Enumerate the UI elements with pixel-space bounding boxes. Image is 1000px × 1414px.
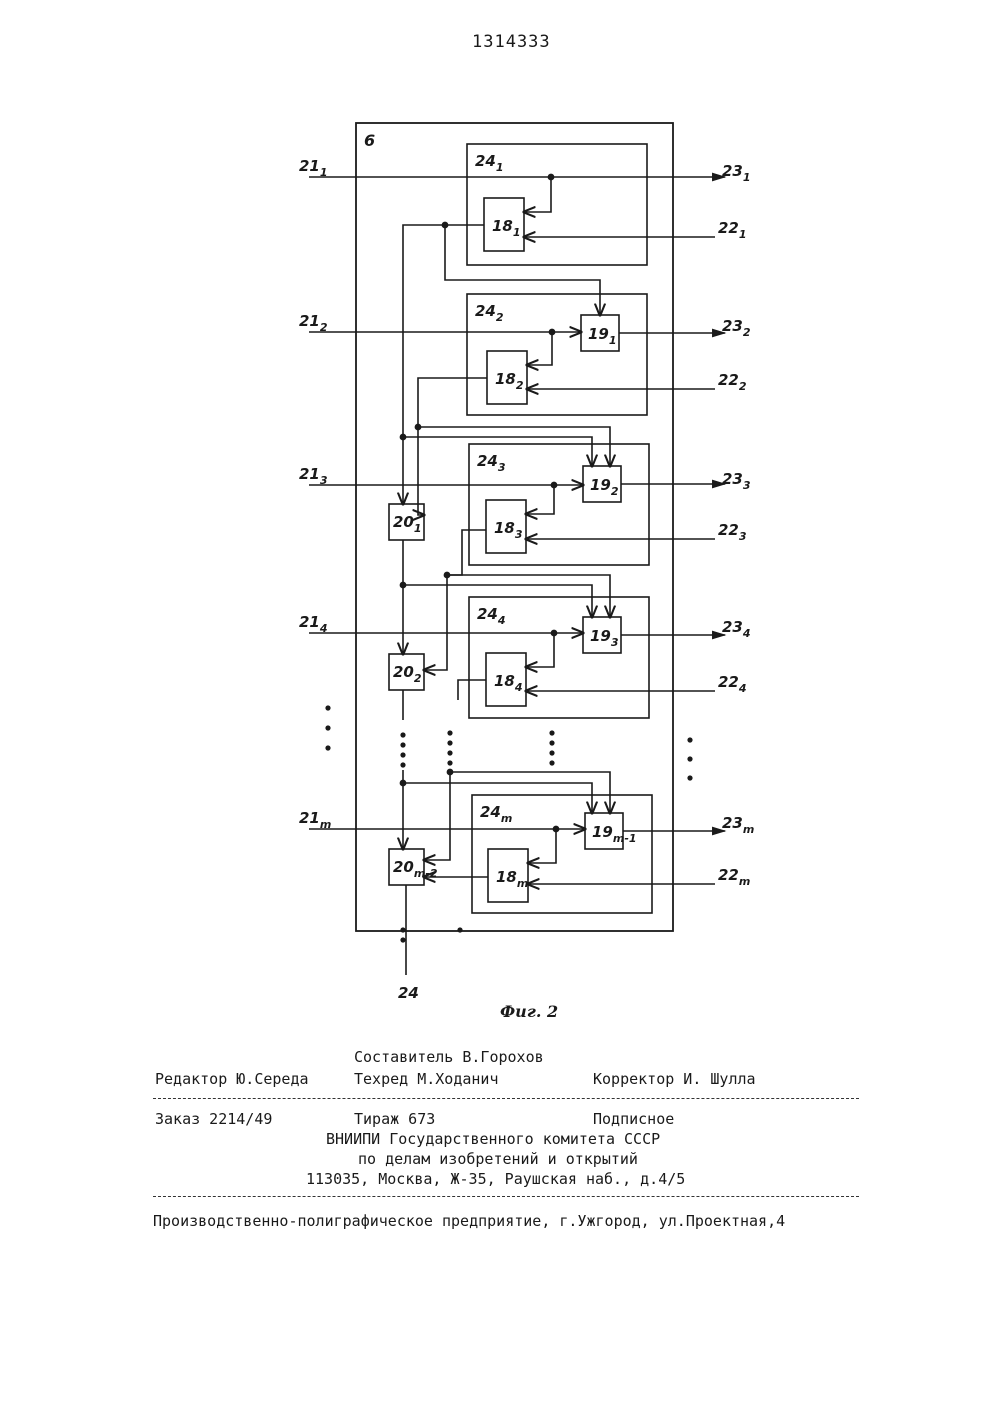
organization-line-1: ВНИИПИ Государственного комитета СССР — [326, 1130, 660, 1148]
ellipsis-dot — [401, 753, 405, 757]
ellipsis-dot — [550, 761, 554, 765]
ellipsis-dot — [448, 731, 452, 735]
input-21-label: 213 — [299, 465, 328, 487]
ellipsis-dot — [401, 733, 405, 737]
output-23-label: 232 — [722, 317, 751, 339]
cell-24-label: 24m — [480, 803, 512, 825]
junction-dot — [400, 582, 405, 587]
techred: Техред М.Ходанич — [354, 1070, 499, 1088]
carry-wire — [445, 225, 600, 315]
input-21-label: 211 — [299, 157, 328, 179]
block-19-label: 192 — [590, 476, 619, 498]
ellipsis-dot — [326, 746, 330, 750]
tap-wire — [526, 633, 554, 667]
output-24-label: 24 — [398, 984, 419, 1002]
corrector: Корректор И. Шулла — [593, 1070, 756, 1088]
print-run: Тираж 673 — [354, 1110, 435, 1128]
carry-wire — [424, 772, 450, 860]
ellipsis-dot — [688, 757, 692, 761]
input-21-label: 21m — [299, 809, 331, 831]
ellipsis-dot — [401, 743, 405, 747]
carry-wire — [450, 772, 610, 813]
block-19-label: 193 — [590, 627, 619, 649]
ellipsis-dot — [688, 738, 692, 742]
address: 113035, Москва, Ж-35, Раушская наб., д.4… — [306, 1170, 685, 1188]
ellipsis-dot — [550, 731, 554, 735]
ellipsis-dot — [326, 706, 330, 710]
block-18-label: 18m — [496, 868, 528, 890]
ellipsis-dot — [401, 763, 405, 767]
carry-wire — [458, 680, 486, 700]
ellipsis-dot — [448, 761, 452, 765]
block-18-label: 182 — [495, 370, 524, 392]
carry-wire — [424, 575, 447, 670]
output-23-label: 233 — [722, 470, 751, 492]
tap-wire — [524, 177, 551, 212]
ellipsis-dot — [401, 938, 405, 942]
tap-wire — [526, 485, 554, 514]
input-22-label: 223 — [718, 521, 747, 543]
output-23-label: 231 — [722, 162, 751, 184]
block-6-label: 6 — [364, 131, 375, 150]
carry-wire — [418, 378, 610, 466]
ellipsis-dot — [550, 751, 554, 755]
input-22-label: 222 — [718, 371, 747, 393]
divider — [153, 1196, 859, 1197]
block-18-label: 183 — [494, 519, 523, 541]
order: Заказ 2214/49 — [155, 1110, 272, 1128]
input-22-label: 224 — [718, 673, 747, 695]
ellipsis-dot — [688, 776, 692, 780]
subscription: Подписное — [593, 1110, 674, 1128]
junction-dot — [400, 780, 405, 785]
compiler: Составитель В.Горохов — [354, 1048, 544, 1066]
output-23-label: 23m — [722, 814, 754, 836]
tap-wire — [528, 829, 556, 863]
organization-line-2: по делам изобретений и открытий — [358, 1150, 638, 1168]
block-18-label: 181 — [492, 217, 521, 239]
ellipsis-dot — [550, 741, 554, 745]
junction-dot — [442, 222, 447, 227]
output-23-label: 234 — [722, 618, 751, 640]
block-19-label: 191 — [588, 325, 617, 347]
labels: 6 241 181 211 231 221 242 182 212 232 222 191 243 183… — [299, 131, 754, 1002]
cell-24-label: 244 — [477, 605, 506, 627]
tap-wire — [527, 332, 552, 365]
block-20-label: 20m-2 — [393, 858, 438, 880]
input-21-label: 214 — [299, 613, 328, 635]
figure-caption: Фиг. 2 — [500, 1002, 558, 1021]
input-22-label: 22m — [718, 866, 750, 888]
printer: Производственно-полиграфическое предприя… — [153, 1212, 785, 1230]
cell-24-label: 242 — [475, 302, 504, 324]
block-20-label: 201 — [393, 513, 422, 535]
cell-24-label: 243 — [477, 452, 506, 474]
junction-dot — [400, 434, 405, 439]
carry-wire — [447, 530, 486, 575]
ellipsis-dot — [448, 741, 452, 745]
input-21-label: 212 — [299, 312, 328, 334]
bus-wire — [403, 225, 484, 504]
block-20-label: 202 — [393, 663, 422, 685]
editor: Редактор Ю.Середа — [155, 1070, 309, 1088]
ellipsis-dot — [448, 751, 452, 755]
divider — [153, 1098, 859, 1099]
carry-wire — [447, 575, 610, 617]
input-22-label: 221 — [718, 219, 747, 241]
cell-24-label: 241 — [475, 152, 504, 174]
block-18-label: 184 — [494, 672, 523, 694]
ellipsis-dot — [326, 726, 330, 730]
block-19-label: 19m-1 — [592, 823, 637, 845]
carry-wire — [418, 427, 424, 515]
